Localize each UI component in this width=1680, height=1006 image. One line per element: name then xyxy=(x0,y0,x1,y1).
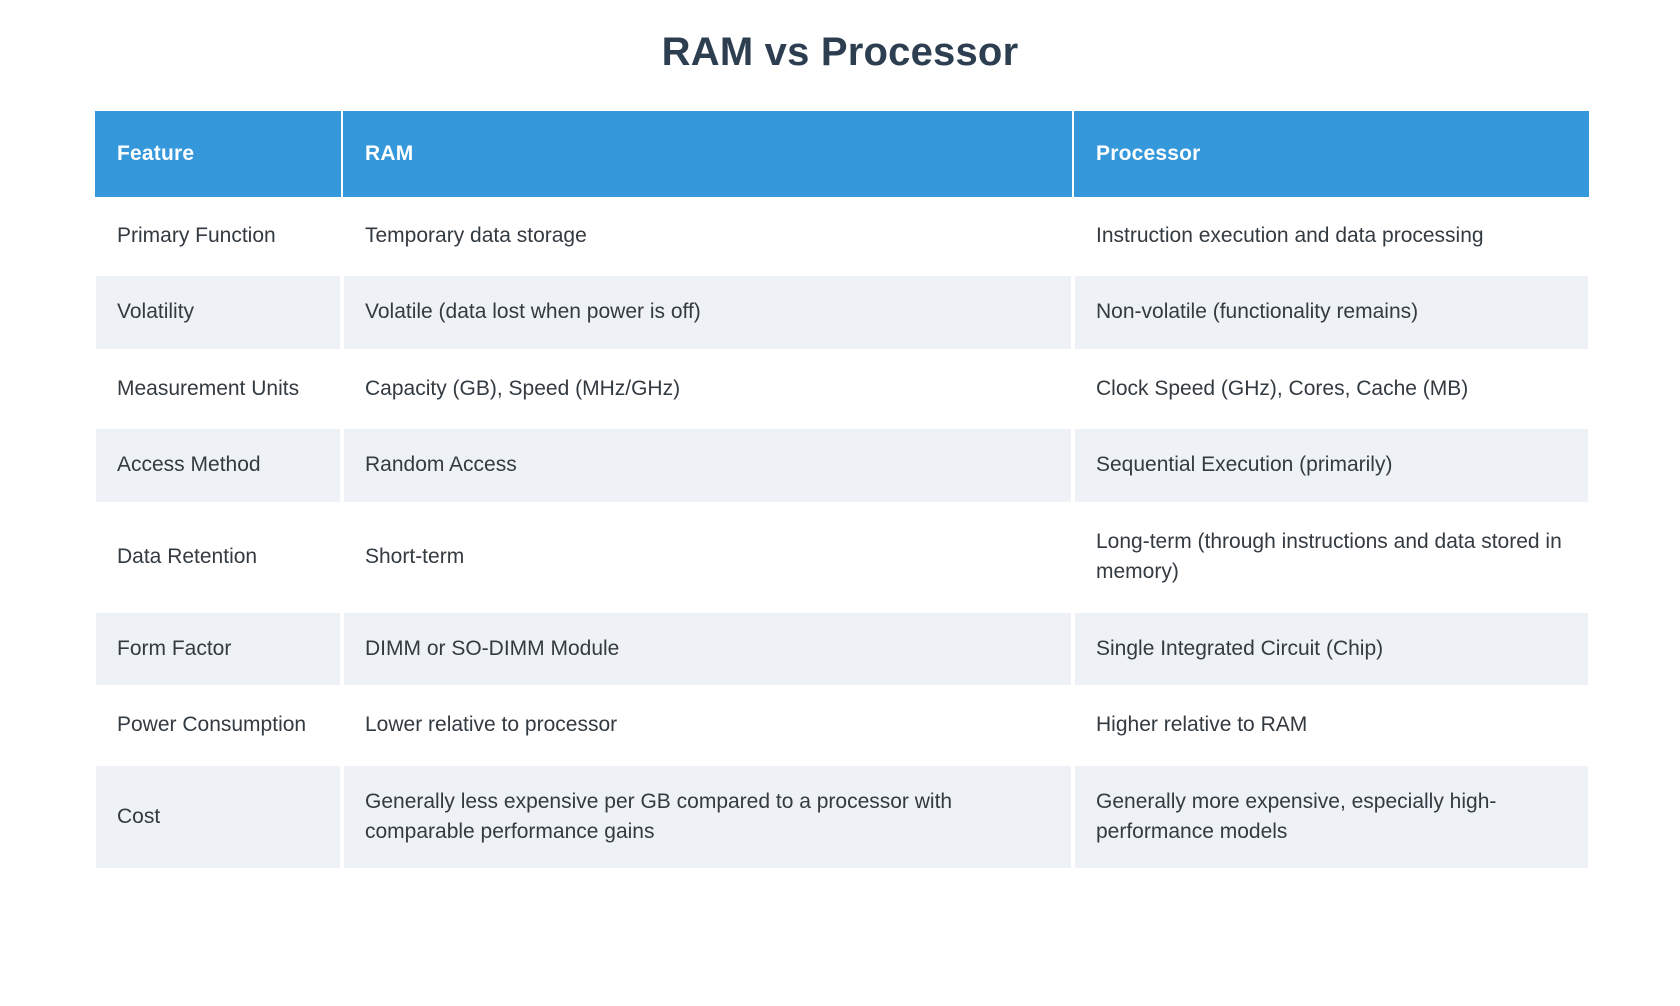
column-header-ram: RAM xyxy=(343,111,1072,197)
cell-feature: Power Consumption xyxy=(95,688,341,763)
cell-feature: Primary Function xyxy=(95,199,341,274)
table-row: Measurement Units Capacity (GB), Speed (… xyxy=(95,351,1589,427)
cell-feature: Access Method xyxy=(95,428,341,503)
cell-ram: Lower relative to processor xyxy=(343,688,1072,763)
cell-ram: Capacity (GB), Speed (MHz/GHz) xyxy=(343,351,1072,427)
cell-feature: Data Retention xyxy=(95,504,341,610)
table-header: Feature RAM Processor xyxy=(95,111,1589,197)
table-row: Power Consumption Lower relative to proc… xyxy=(95,688,1589,763)
table-row: Data Retention Short-term Long-term (thr… xyxy=(95,504,1589,610)
table-row: Volatility Volatile (data lost when powe… xyxy=(95,275,1589,350)
comparison-table-container: Feature RAM Processor Primary Function T… xyxy=(93,76,1591,872)
column-header-processor: Processor xyxy=(1074,111,1589,197)
cell-feature: Measurement Units xyxy=(95,351,341,427)
cell-processor: Non-volatile (functionality remains) xyxy=(1074,275,1589,350)
cell-ram: DIMM or SO-DIMM Module xyxy=(343,611,1072,687)
cell-ram: Short-term xyxy=(343,504,1072,610)
cell-processor: Sequential Execution (primarily) xyxy=(1074,428,1589,503)
comparison-table: Feature RAM Processor Primary Function T… xyxy=(93,109,1591,872)
cell-feature: Form Factor xyxy=(95,611,341,687)
table-header-row: Feature RAM Processor xyxy=(95,111,1589,197)
cell-feature: Volatility xyxy=(95,275,341,350)
cell-processor: Long-term (through instructions and data… xyxy=(1074,504,1589,610)
cell-processor: Instruction execution and data processin… xyxy=(1074,199,1589,274)
table-row: Form Factor DIMM or SO-DIMM Module Singl… xyxy=(95,611,1589,687)
cell-feature: Cost xyxy=(95,764,341,870)
cell-ram: Temporary data storage xyxy=(343,199,1072,274)
cell-ram: Generally less expensive per GB compared… xyxy=(343,764,1072,870)
cell-processor: Single Integrated Circuit (Chip) xyxy=(1074,611,1589,687)
table-row: Cost Generally less expensive per GB com… xyxy=(95,764,1589,870)
table-row: Primary Function Temporary data storage … xyxy=(95,199,1589,274)
cell-processor: Generally more expensive, especially hig… xyxy=(1074,764,1589,870)
cell-ram: Volatile (data lost when power is off) xyxy=(343,275,1072,350)
page-title: RAM vs Processor xyxy=(661,30,1019,74)
table-body: Primary Function Temporary data storage … xyxy=(95,199,1589,870)
cell-processor: Clock Speed (GHz), Cores, Cache (MB) xyxy=(1074,351,1589,427)
table-row: Access Method Random Access Sequential E… xyxy=(95,428,1589,503)
column-header-feature: Feature xyxy=(95,111,341,197)
cell-ram: Random Access xyxy=(343,428,1072,503)
cell-processor: Higher relative to RAM xyxy=(1074,688,1589,763)
